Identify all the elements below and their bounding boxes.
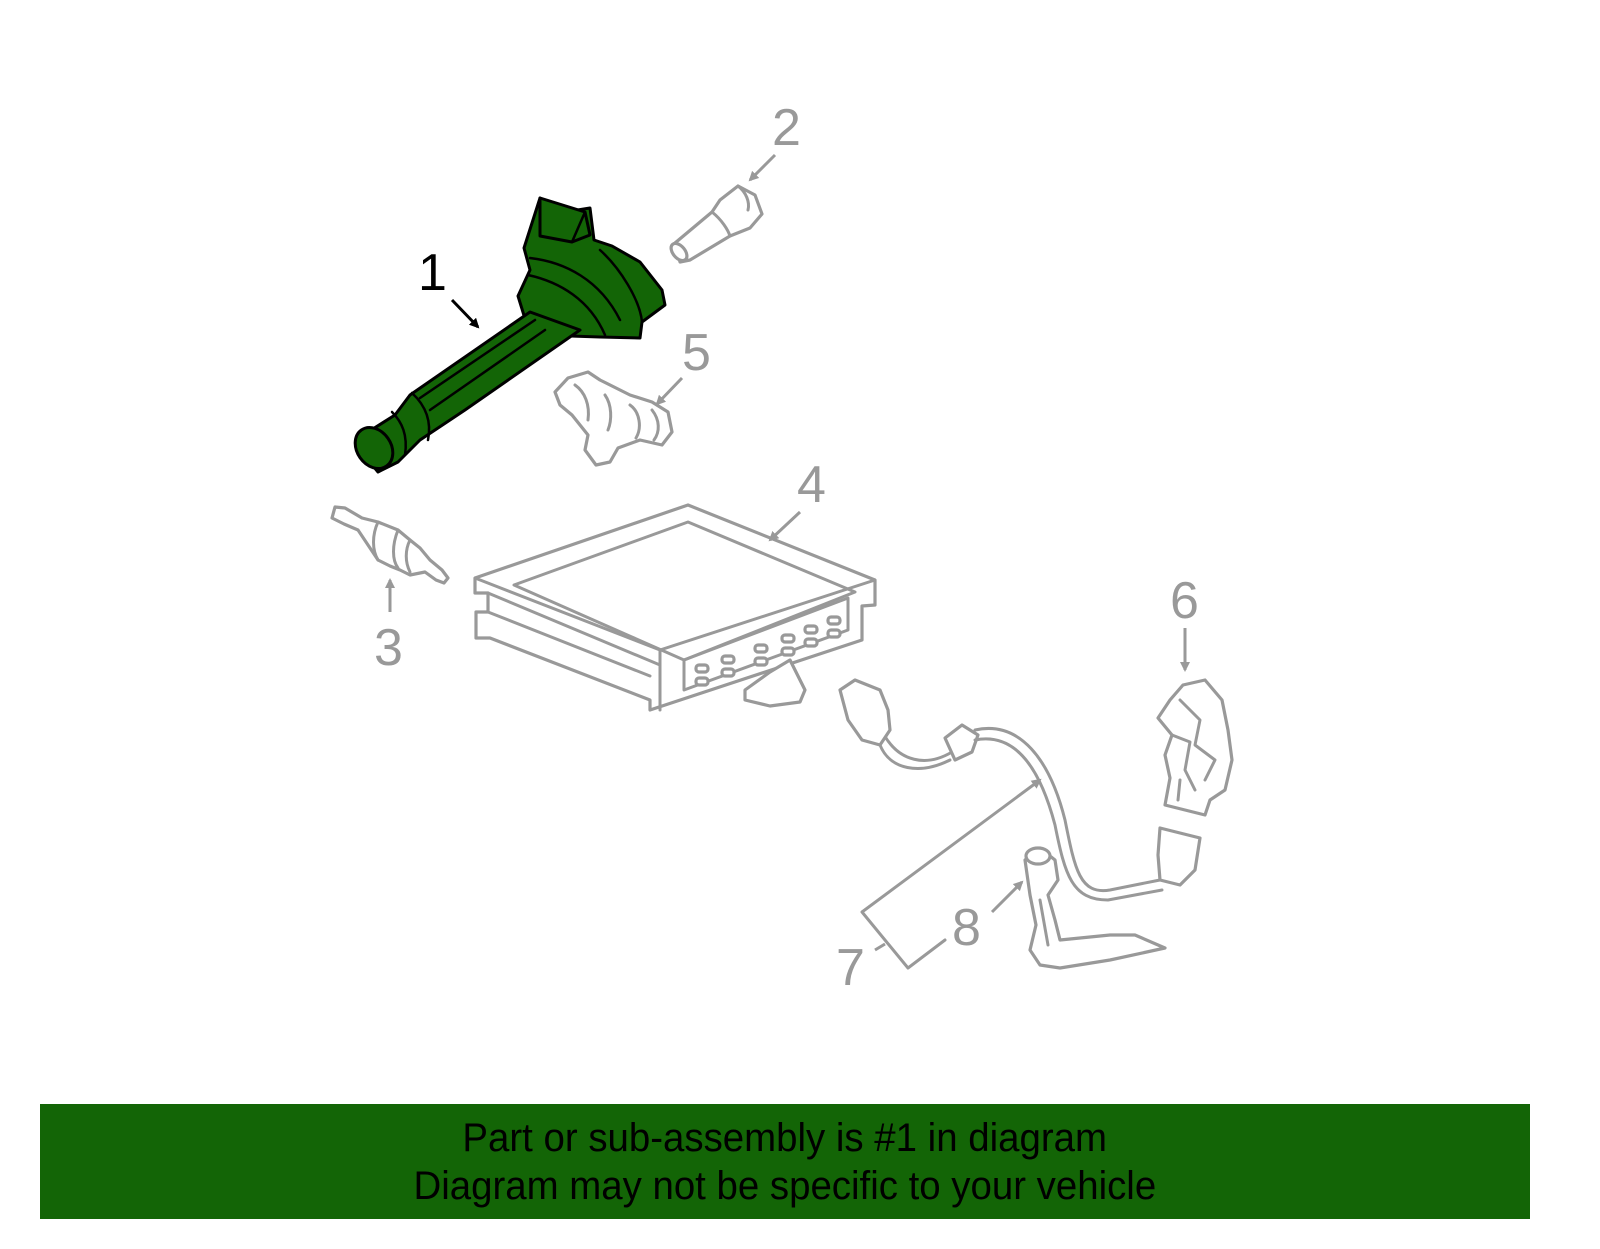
spark-plug-part-3[interactable]: 3 [330, 505, 450, 677]
control-module-part-4[interactable]: 4 [473, 456, 877, 712]
callout-6: 6 [1170, 572, 1199, 630]
callout-2: 2 [772, 99, 801, 157]
info-banner: Part or sub-assembly is #1 in diagram Di… [40, 1104, 1530, 1219]
wiring-harness-part-7[interactable]: 7 [836, 678, 1202, 997]
parts-diagram: 1 2 5 3 [330, 99, 1234, 997]
callout-8: 8 [952, 899, 981, 957]
callout-7: 7 [836, 939, 865, 997]
connector-housing-part-6[interactable]: 6 [1156, 572, 1234, 817]
callout-4: 4 [797, 456, 826, 514]
banner-disclaimer: Diagram may not be specific to your vehi… [413, 1163, 1157, 1208]
connector-slots [694, 615, 842, 687]
banner-part-note: Part or sub-assembly is #1 in diagram [462, 1115, 1108, 1160]
sensor-plug-part-2[interactable]: 2 [668, 99, 801, 264]
bracket-sensor-part-8[interactable]: 8 [952, 846, 1167, 970]
callout-3: 3 [374, 619, 403, 677]
ignition-coil-part-1[interactable]: 1 [347, 196, 667, 476]
sensor-part-5[interactable]: 5 [553, 324, 711, 467]
callout-1: 1 [418, 244, 447, 302]
callout-5: 5 [682, 324, 711, 382]
